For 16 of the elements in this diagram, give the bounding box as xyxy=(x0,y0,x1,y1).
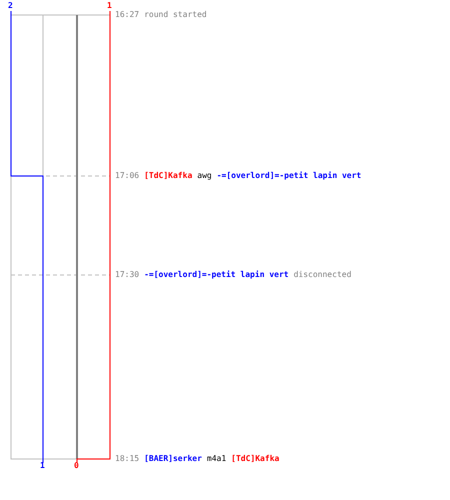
event-time: 16:27 xyxy=(115,10,140,20)
weapon-name: m4a1 xyxy=(206,454,226,464)
team-count: 2 xyxy=(8,2,13,10)
team-count: 1 xyxy=(107,2,112,10)
player-name: [TdC]Kafka xyxy=(144,171,192,181)
event-text: disconnected xyxy=(294,270,352,280)
player-name: -=[overlord]=-petit lapin vert xyxy=(216,171,362,181)
player-name: [BAER]serker xyxy=(144,454,202,464)
event-time: 17:06 xyxy=(115,171,140,181)
event-time: 18:15 xyxy=(115,454,140,464)
event-time: 17:30 xyxy=(115,270,140,280)
weapon-name: awg xyxy=(197,171,212,181)
team-count: 1 xyxy=(40,462,45,470)
player-name: -=[overlord]=-petit lapin vert xyxy=(144,270,289,280)
player-name: [TdC]Kafka xyxy=(231,454,280,464)
event-text: round started xyxy=(144,10,207,20)
